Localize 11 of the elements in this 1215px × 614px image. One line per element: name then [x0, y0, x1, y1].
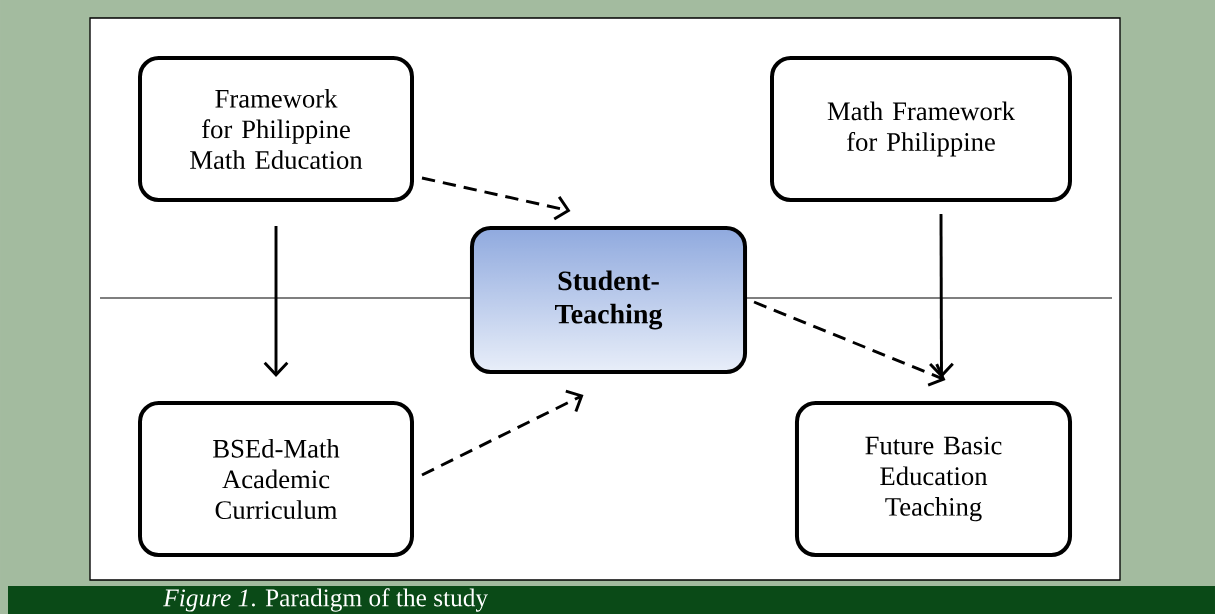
arrow — [753, 300, 946, 387]
rounded-box: BSEd-Math Academic Curriculum — [138, 401, 414, 557]
arrow — [421, 389, 584, 477]
highlighted-box: Student-Teaching — [469, 226, 748, 374]
rounded-box: Framework for Philippine Math Education — [138, 56, 414, 202]
arrow — [421, 176, 571, 221]
arrow — [263, 226, 289, 377]
rounded-box: Math Framework for Philippine — [770, 56, 1072, 202]
caption: Figure 1. Paradigm of the study — [163, 588, 488, 612]
arrow — [929, 214, 954, 378]
rounded-box: Future Basic Education Teaching — [794, 401, 1073, 557]
